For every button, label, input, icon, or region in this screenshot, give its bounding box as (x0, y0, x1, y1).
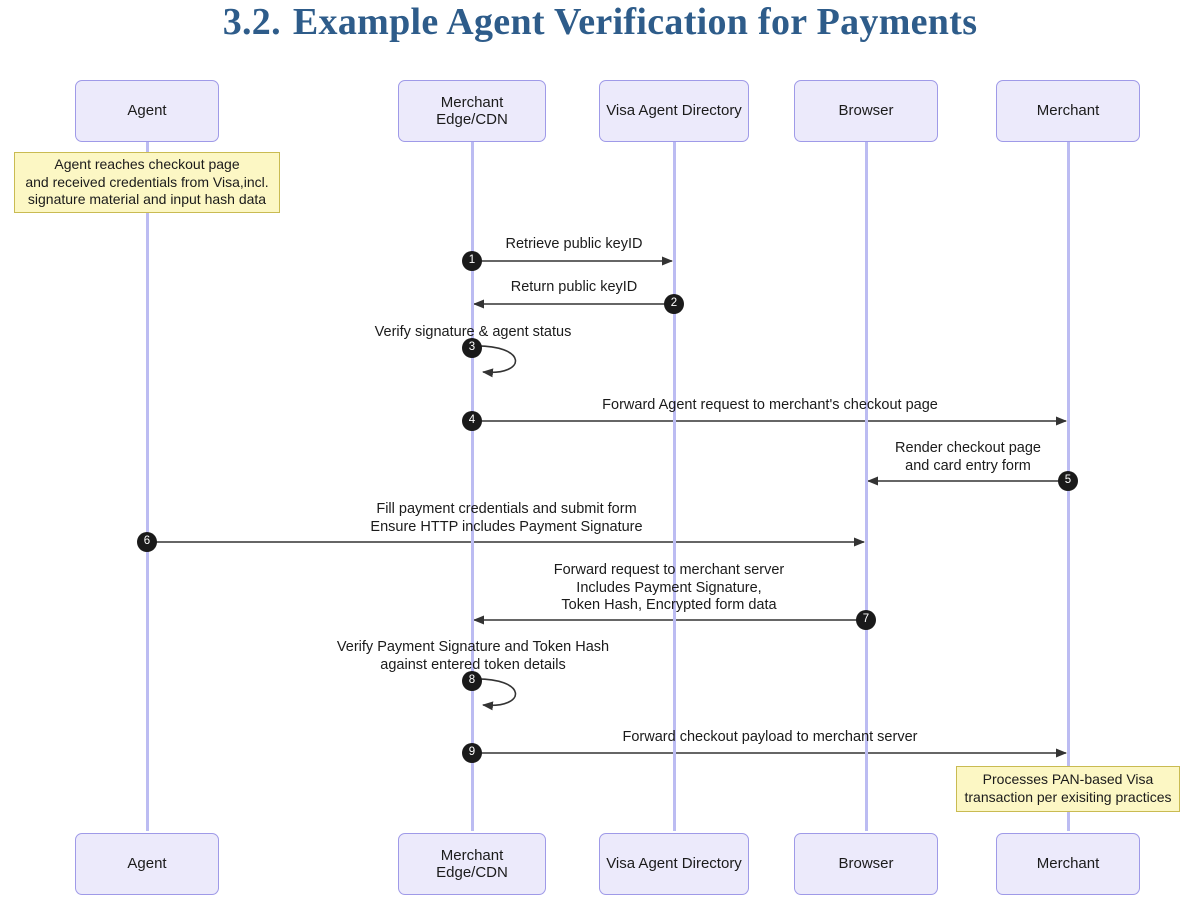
section-number: 3.2. (222, 1, 281, 43)
participant-foot-edge[interactable]: Merchant Edge/CDN (398, 833, 546, 895)
sequence-badge-6: 6 (137, 532, 157, 552)
participant-foot-visa[interactable]: Visa Agent Directory (599, 833, 749, 895)
note-text: Agent reaches checkout page and received… (25, 155, 269, 208)
sequence-badge-7: 7 (856, 610, 876, 630)
participant-label: Visa Agent Directory (606, 102, 742, 120)
sequence-badge-1: 1 (462, 251, 482, 271)
participant-label: Browser (838, 855, 894, 873)
lifeline-visa (672, 141, 676, 831)
participant-label: Merchant (1036, 855, 1100, 873)
sequence-badge-9: 9 (462, 743, 482, 763)
sequence-badge-3: 3 (462, 338, 482, 358)
participant-foot-browser[interactable]: Browser (794, 833, 938, 895)
participant-head-merchant[interactable]: Merchant (996, 80, 1140, 142)
participant-label: Merchant Edge/CDN (436, 93, 508, 128)
page-title: 3.2. Example Agent Verification for Payme… (0, 0, 1200, 44)
participant-label: Agent (127, 102, 167, 120)
section-title-text: Example Agent Verification for Payments (292, 1, 978, 43)
participant-head-edge[interactable]: Merchant Edge/CDN (398, 80, 546, 142)
self-message-arrow-3 (471, 345, 517, 378)
participant-label: Agent (127, 855, 167, 873)
note-text: Processes PAN-based Visa transaction per… (964, 771, 1172, 805)
note-merchant-pan: Processes PAN-based Visa transaction per… (956, 766, 1180, 812)
participant-label: Browser (838, 102, 894, 120)
participant-foot-merchant[interactable]: Merchant (996, 833, 1140, 895)
sequence-badge-4: 4 (462, 411, 482, 431)
participant-foot-agent[interactable]: Agent (75, 833, 219, 895)
sequence-badge-2: 2 (664, 294, 684, 314)
lifeline-edge (470, 141, 474, 831)
participant-head-visa[interactable]: Visa Agent Directory (599, 80, 749, 142)
sequence-badge-8: 8 (462, 671, 482, 691)
sequence-badge-5: 5 (1058, 471, 1078, 491)
note-agent-checkout: Agent reaches checkout page and received… (14, 152, 280, 213)
participant-head-agent[interactable]: Agent (75, 80, 219, 142)
participant-label: Merchant (1036, 102, 1100, 120)
self-message-arrow-8 (471, 678, 517, 711)
participant-label: Merchant Edge/CDN (436, 846, 508, 881)
participant-label: Visa Agent Directory (606, 855, 742, 873)
lifeline-browser (864, 141, 868, 831)
participant-head-browser[interactable]: Browser (794, 80, 938, 142)
lifeline-agent (145, 141, 149, 831)
